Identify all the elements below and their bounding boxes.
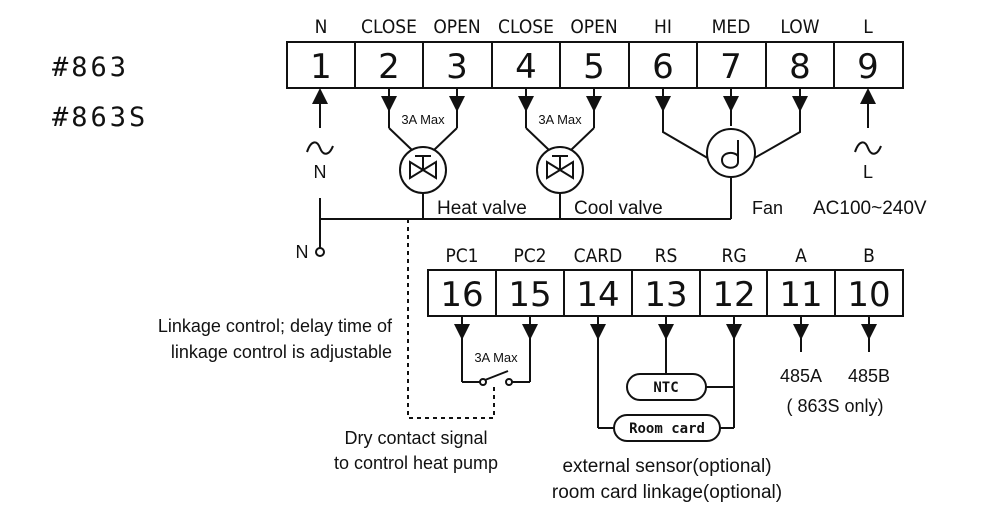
neutral-terminal-point [315, 247, 325, 257]
terminal-number-6: 6 [652, 47, 674, 87]
terminal-label-12: RG [721, 245, 746, 267]
fan: Fan [655, 88, 808, 219]
bottom-terminal-frame [427, 269, 904, 317]
ntc-label: NTC [653, 380, 678, 396]
863s-only-label: ( 863S only) [786, 396, 883, 416]
arrow-up-icon [312, 88, 328, 104]
heat-valve-max: 3A Max [401, 112, 445, 127]
dry-contact: 3A Max [454, 316, 538, 386]
terminal-label-15: PC2 [513, 245, 546, 267]
rs485: 485A 485B ( 863S only) [780, 316, 890, 416]
ac-wave-icon [306, 141, 334, 155]
terminal-label-11: A [795, 245, 807, 267]
sensor-wiring: NTC Room card [590, 316, 742, 442]
terminal-number-15: 15 [508, 275, 551, 315]
top-terminal-frame [286, 41, 904, 89]
neutral-point-label: N [296, 242, 309, 262]
485b-label: 485B [848, 366, 890, 386]
terminal-label-3: OPEN [433, 16, 480, 38]
neutral-label: N [314, 162, 327, 182]
room-card-label: Room card [629, 421, 705, 437]
terminal-number-5: 5 [583, 47, 605, 87]
cool-valve-max: 3A Max [538, 112, 582, 127]
terminal-number-4: 4 [515, 47, 537, 87]
model-863s: #863S [52, 102, 148, 133]
heat-valve: 3A Max Heat valve [381, 88, 527, 219]
terminal-label-2: CLOSE [361, 16, 417, 38]
terminal-label-4: CLOSE [498, 16, 554, 38]
linkage-dashed-line [407, 219, 495, 419]
neutral-input: N [306, 88, 334, 248]
terminal-number-16: 16 [440, 275, 483, 315]
terminal-number-11: 11 [779, 275, 822, 315]
dry-contact-text-2: to control heat pump [334, 453, 498, 473]
terminal-label-14: CARD [574, 245, 623, 267]
terminal-number-1: 1 [310, 47, 332, 87]
terminal-number-13: 13 [644, 275, 687, 315]
ntc-sensor [626, 373, 707, 401]
switch-contact-icon [479, 378, 487, 386]
terminal-label-9: L [863, 16, 873, 38]
terminal-label-7: MED [712, 16, 751, 38]
terminal-label-5: OPEN [570, 16, 617, 38]
terminal-label-10: B [863, 245, 875, 267]
room-card-linkage-text: room card linkage(optional) [552, 482, 782, 503]
fan-label: Fan [752, 198, 783, 218]
terminal-number-2: 2 [378, 47, 400, 87]
line-label: L [863, 162, 873, 182]
line-input: L [854, 88, 882, 182]
linkage-text-1: Linkage control; delay time of [158, 316, 393, 336]
room-card [613, 414, 721, 442]
terminal-label-16: PC1 [445, 245, 478, 267]
top-terminal-block: N CLOSE OPEN CLOSE OPEN HI MED LOW L 1 2… [286, 16, 904, 89]
linkage-text-2: linkage control is adjustable [171, 342, 392, 362]
terminal-label-13: RS [655, 245, 678, 267]
cool-valve-label: Cool valve [574, 198, 663, 219]
terminal-number-7: 7 [720, 47, 742, 87]
terminal-number-14: 14 [576, 275, 619, 315]
ac-wave-icon [854, 141, 882, 155]
bottom-terminal-block: PC1 PC2 CARD RS RG A B 16 15 14 13 12 11… [427, 245, 904, 317]
terminal-number-8: 8 [789, 47, 811, 87]
terminal-label-6: HI [654, 16, 672, 38]
voltage-label: AC100~240V [813, 198, 927, 219]
external-sensor-text: external sensor(optional) [562, 456, 771, 477]
terminal-label-8: LOW [780, 16, 819, 38]
terminal-number-12: 12 [712, 275, 755, 315]
cool-valve: 3A Max Cool valve [518, 88, 663, 219]
terminal-number-3: 3 [446, 47, 468, 87]
model-863: #863 [52, 52, 129, 83]
terminal-label-1: N [315, 16, 328, 38]
arrow-up-icon [860, 88, 876, 104]
dry-contact-text-1: Dry contact signal [344, 428, 487, 448]
relay-max: 3A Max [474, 350, 518, 365]
heat-valve-label: Heat valve [437, 198, 527, 219]
terminal-number-10: 10 [847, 275, 890, 315]
terminal-number-9: 9 [857, 47, 879, 87]
485a-label: 485A [780, 366, 822, 386]
